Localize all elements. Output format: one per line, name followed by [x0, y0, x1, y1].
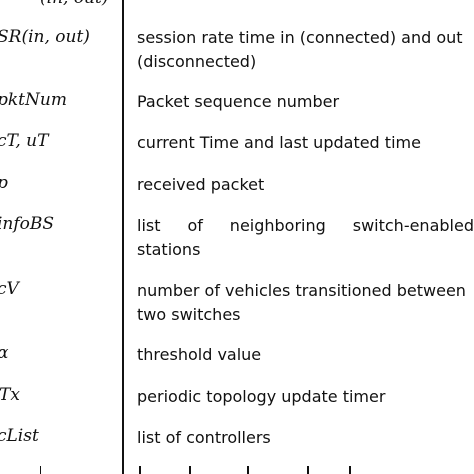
- symbol-cell: cList: [0, 426, 39, 446]
- symbol-cell: pktNum: [0, 90, 67, 110]
- symbol-cell: SR(in, out): [0, 27, 90, 47]
- description-word: list: [137, 216, 161, 235]
- description-line: received packet: [137, 175, 265, 194]
- symbol-cell: cV: [0, 279, 19, 299]
- description-line: session rate time in (connected) and out: [137, 28, 463, 47]
- symbol-cell: α: [0, 343, 8, 364]
- glyph-fragment-row: [137, 466, 377, 474]
- description-line: two switches: [137, 305, 241, 324]
- symbol-cell: infoBS: [0, 214, 55, 234]
- symbol-cell: cT, uT: [0, 131, 49, 151]
- description-line: periodic topology update timer: [137, 387, 386, 406]
- description-word: neighboring: [229, 216, 326, 235]
- table-row-partial-bottom: [0, 464, 474, 474]
- column-divider: [122, 0, 124, 474]
- description-line: number of vehicles transitioned between: [137, 281, 466, 300]
- description-word: switch-enabled: [352, 216, 474, 235]
- glyph-fragment: [40, 466, 47, 474]
- description-line: threshold value: [137, 345, 262, 364]
- symbol-cell: (in, out): [40, 0, 108, 9]
- description-line: stations: [137, 240, 201, 259]
- symbol-cell: p: [0, 173, 8, 194]
- description-line: (disconnected): [137, 52, 257, 71]
- description-line: Packet sequence number: [137, 92, 340, 111]
- description-line: list of controllers: [137, 428, 271, 447]
- symbol-cell: Tx: [0, 385, 20, 405]
- description-line: current Time and last updated time: [137, 133, 421, 152]
- description-word: of: [187, 216, 203, 235]
- description-line-justified: list of neighboring switch-enabled: [137, 214, 474, 237]
